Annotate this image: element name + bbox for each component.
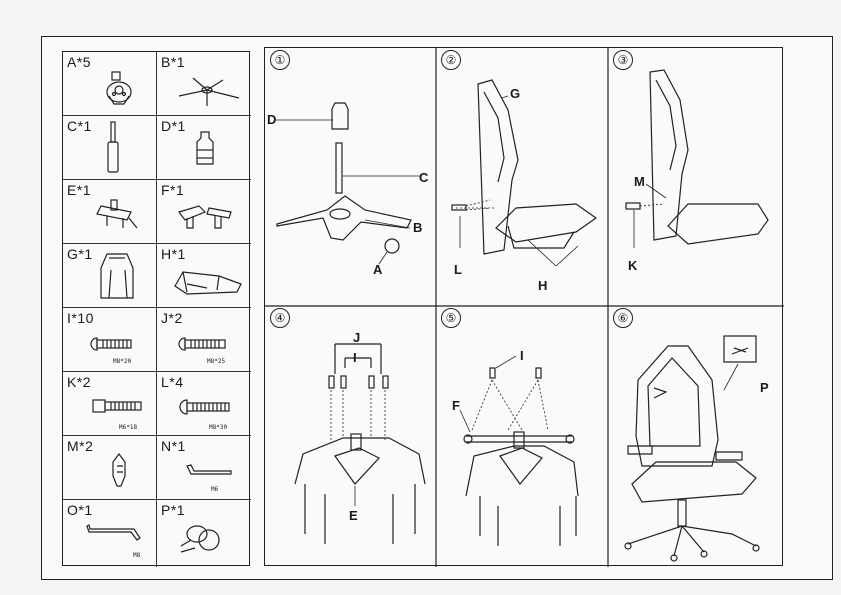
part-label: F*1 xyxy=(161,182,185,198)
steps-grid xyxy=(265,48,784,567)
callout-j: J xyxy=(353,330,361,345)
part-c: C*1 xyxy=(63,116,157,180)
part-label: P*1 xyxy=(161,502,186,518)
parts-list: A*5 B*1 C*1 D*1 E*1 F*1 xyxy=(62,51,251,567)
part-h: H*1 xyxy=(157,244,251,308)
base-assembly-diagram xyxy=(275,102,420,265)
tilt-mechanism-icon xyxy=(96,199,138,229)
part-spec: M8 xyxy=(133,552,141,559)
step-5: ⑤ I F xyxy=(436,306,608,567)
part-label: D*1 xyxy=(161,118,186,134)
cap-icon xyxy=(112,453,126,487)
side-bolts-diagram xyxy=(625,69,769,248)
step-number: ① xyxy=(270,50,290,70)
part-b: B*1 xyxy=(157,52,251,116)
finished-chair-diagram xyxy=(624,335,760,562)
step-4: ④ J I E xyxy=(265,306,436,567)
gas-lift-icon xyxy=(107,121,119,173)
part-label: J*2 xyxy=(161,310,183,326)
step-number: ⑤ xyxy=(441,308,461,328)
part-spec: M8*25 xyxy=(207,358,226,365)
screw-icon xyxy=(179,399,230,415)
caster-wheel-icon xyxy=(106,71,132,105)
callout-c: C xyxy=(419,170,429,185)
hex-key-icon xyxy=(186,464,232,475)
callout-h: H xyxy=(538,278,548,293)
callout-i: I xyxy=(353,350,357,365)
step-1: ① D C B A xyxy=(265,48,436,306)
star-base-icon xyxy=(178,77,240,106)
step-number: ⑥ xyxy=(613,308,633,328)
part-spec: M8*20 xyxy=(113,358,132,365)
seat-icon xyxy=(174,271,242,295)
screw-icon xyxy=(178,337,226,351)
part-label: K*2 xyxy=(67,374,92,390)
callout-k: K xyxy=(628,258,638,273)
step-3: ③ M K xyxy=(608,48,784,306)
screw-icon xyxy=(90,337,132,351)
part-f: F*1 xyxy=(157,180,251,244)
part-label: A*5 xyxy=(67,54,92,70)
part-spec: M6*18 xyxy=(119,424,138,431)
part-label: L*4 xyxy=(161,374,184,390)
part-i: I*10 M8*20 xyxy=(63,308,157,372)
part-g: G*1 xyxy=(63,244,157,308)
part-label: B*1 xyxy=(161,54,186,70)
step-6: ⑥ P xyxy=(608,306,784,567)
part-e: E*1 xyxy=(63,180,157,244)
callout-b: B xyxy=(413,220,423,235)
callout-d: D xyxy=(267,112,277,127)
instruction-sheet xyxy=(41,36,833,580)
step-number: ③ xyxy=(613,50,633,70)
part-l: L*4 M8*30 xyxy=(157,372,251,436)
backrest-icon xyxy=(100,253,134,299)
part-label: M*2 xyxy=(67,438,94,454)
step-2: ② G L H xyxy=(436,48,608,306)
callout-g: G xyxy=(510,86,521,101)
part-n: N*1 M6 xyxy=(157,436,251,500)
callout-l: L xyxy=(454,262,462,277)
part-label: C*1 xyxy=(67,118,92,134)
callout-f: F xyxy=(452,398,460,413)
callout-i: I xyxy=(520,348,524,363)
callout-m: M xyxy=(634,174,645,189)
mechanism-mount-diagram xyxy=(294,343,426,544)
part-p: P*1 xyxy=(157,500,251,567)
part-label: N*1 xyxy=(161,438,186,454)
bolt-icon xyxy=(92,399,142,413)
part-spec: M8*30 xyxy=(209,424,228,431)
step-number: ② xyxy=(441,50,461,70)
part-label: O*1 xyxy=(67,502,93,518)
part-label: E*1 xyxy=(67,182,92,198)
part-m: M*2 xyxy=(63,436,157,500)
hex-key-icon xyxy=(86,524,141,541)
part-o: O*1 M8 xyxy=(63,500,157,567)
assembly-steps: ① D C B A ② G L H ③ xyxy=(264,47,784,567)
callout-a: A xyxy=(373,262,383,277)
armrests-icon xyxy=(178,205,232,229)
part-j: J*2 M8*25 xyxy=(157,308,251,372)
part-spec: M6 xyxy=(211,486,219,493)
part-label: I*10 xyxy=(67,310,94,326)
part-label: G*1 xyxy=(67,246,93,262)
lift-cover-icon xyxy=(196,131,214,165)
part-label: H*1 xyxy=(161,246,186,262)
callout-p: P xyxy=(760,380,769,395)
callout-e: E xyxy=(349,508,358,523)
step-number: ④ xyxy=(270,308,290,328)
pillow-icon xyxy=(180,525,220,553)
armrest-mount-diagram xyxy=(459,355,579,546)
part-k: K*2 M6*18 xyxy=(63,372,157,436)
backrest-seat-diagram xyxy=(451,79,598,267)
part-a: A*5 xyxy=(63,52,157,116)
part-d: D*1 xyxy=(157,116,251,180)
